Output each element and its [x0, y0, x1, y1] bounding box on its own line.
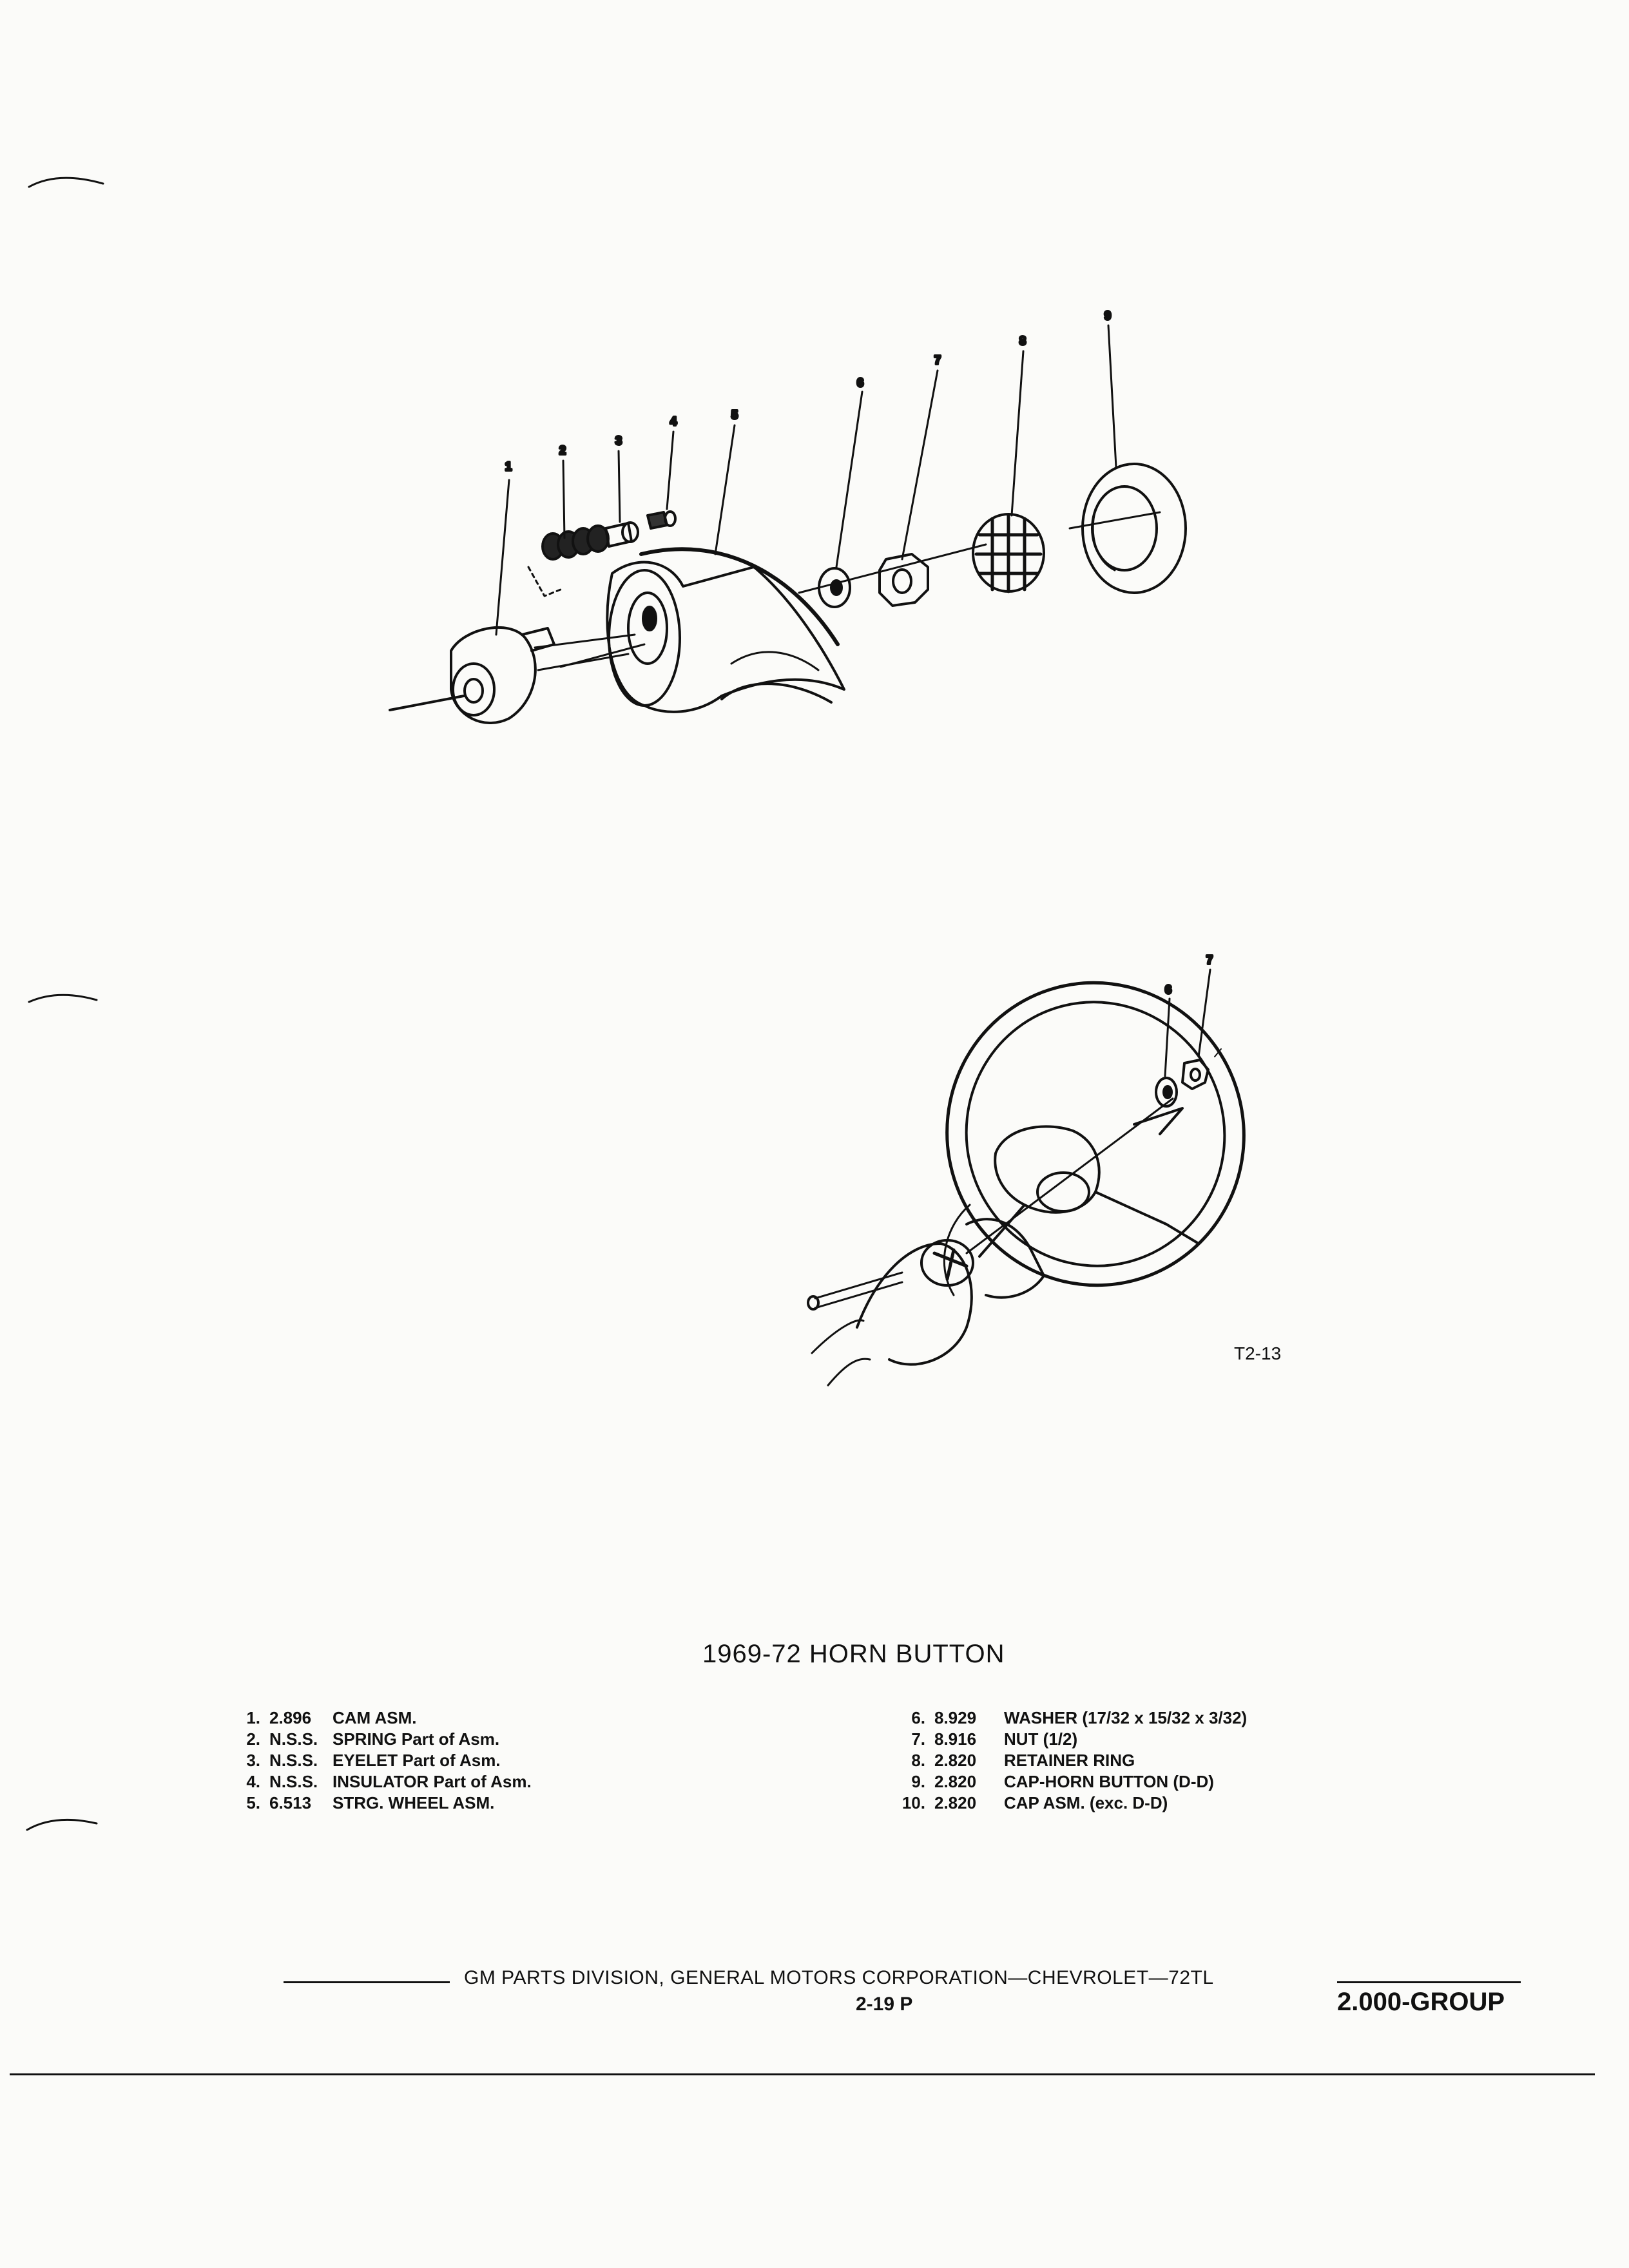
washer-part	[818, 567, 851, 608]
bottom-rule	[10, 2073, 1595, 2075]
spring-part	[527, 524, 610, 597]
legend-row: 2. N.S.S. SPRING Part of Asm.	[232, 1729, 532, 1750]
top-callout-leaders	[495, 324, 1117, 636]
parts-legend-right: 6. 8.929 WASHER (17/32 x 15/32 x 3/32) 7…	[889, 1707, 1247, 1814]
insulator-part	[646, 510, 677, 530]
callout-7: 7	[934, 354, 941, 367]
legend-description: CAP ASM. (exc. D-D)	[1004, 1793, 1168, 1812]
page-number: 2-19 P	[856, 1994, 913, 2015]
callout-6: 6	[857, 376, 863, 389]
bottom-steering-wheel-view	[807, 968, 1246, 1387]
top-exploded-view	[389, 324, 1187, 725]
legend-description: SPRING Part of Asm.	[333, 1729, 500, 1749]
footer-rule-right	[1337, 1981, 1521, 1983]
cam-assembly-part	[450, 626, 636, 725]
legend-part-number: N.S.S.	[269, 1772, 318, 1791]
callout-8: 8	[1019, 334, 1026, 347]
legend-part-number: 6.513	[269, 1793, 312, 1812]
legend-description: RETAINER RING	[1004, 1751, 1135, 1770]
callout-3: 3	[615, 434, 622, 447]
legend-description: STRG. WHEEL ASM.	[333, 1793, 495, 1812]
legend-item-number: 5.	[246, 1793, 260, 1812]
legend-item-number: 3.	[246, 1751, 260, 1770]
legend-description: CAM ASM.	[333, 1708, 417, 1727]
callout-bottom-7: 7	[1206, 954, 1213, 966]
cap-horn-button-part	[1081, 463, 1187, 594]
legend-item-number: 8.	[911, 1751, 925, 1770]
footer-rule-left	[284, 1981, 450, 1983]
legend-item-number: 1.	[246, 1708, 260, 1727]
legend-row: 3. N.S.S. EYELET Part of Asm.	[232, 1750, 532, 1771]
legend-item-number: 9.	[911, 1772, 925, 1791]
legend-row: 5. 6.513 STRG. WHEEL ASM.	[232, 1792, 532, 1814]
eyelet-part	[604, 521, 639, 548]
callout-2: 2	[559, 444, 566, 457]
legend-description: CAP-HORN BUTTON (D-D)	[1004, 1772, 1214, 1791]
legend-item-number: 4.	[246, 1772, 260, 1791]
legend-description: NUT (1/2)	[1004, 1729, 1078, 1749]
legend-part-number: 2.820	[934, 1751, 977, 1770]
legend-row: 10. 2.820 CAP ASM. (exc. D-D)	[889, 1792, 1247, 1814]
callout-9: 9	[1104, 309, 1111, 322]
legend-part-number: N.S.S.	[269, 1729, 318, 1749]
group-label: 2.000-GROUP	[1337, 1988, 1505, 2016]
callout-1: 1	[505, 460, 512, 473]
callout-bottom-6: 6	[1165, 983, 1171, 996]
legend-item-number: 7.	[911, 1729, 925, 1749]
legend-description: INSULATOR Part of Asm.	[333, 1772, 532, 1791]
legend-part-number: N.S.S.	[269, 1751, 318, 1770]
legend-part-number: 2.820	[934, 1772, 977, 1791]
parts-legend-left: 1. 2.896 CAM ASM. 2. N.S.S. SPRING Part …	[232, 1707, 532, 1814]
legend-row: 7. 8.916 NUT (1/2)	[889, 1729, 1247, 1750]
legend-description: WASHER (17/32 x 15/32 x 3/32)	[1004, 1708, 1248, 1727]
legend-part-number: 8.929	[934, 1708, 977, 1727]
legend-part-number: 8.916	[934, 1729, 977, 1749]
retainer-ring-part	[972, 513, 1045, 593]
nut-part	[878, 553, 929, 607]
legend-part-number: 2.820	[934, 1793, 977, 1812]
legend-item-number: 6.	[911, 1708, 925, 1727]
callout-4: 4	[670, 415, 677, 428]
steering-wheel-hub-part	[606, 547, 845, 713]
page-title: 1969-72 HORN BUTTON	[702, 1640, 1005, 1668]
legend-row: 6. 8.929 WASHER (17/32 x 15/32 x 3/32)	[889, 1707, 1247, 1729]
legend-part-number: 2.896	[269, 1708, 312, 1727]
figure-id: T2-13	[1234, 1343, 1282, 1363]
legend-row: 8. 2.820 RETAINER RING	[889, 1750, 1247, 1771]
legend-row: 9. 2.820 CAP-HORN BUTTON (D-D)	[889, 1771, 1247, 1792]
margin-marks	[26, 177, 104, 1831]
legend-row: 4. N.S.S. INSULATOR Part of Asm.	[232, 1771, 532, 1792]
legend-row: 1. 2.896 CAM ASM.	[232, 1707, 532, 1729]
legend-description: EYELET Part of Asm.	[333, 1751, 501, 1770]
legend-item-number: 10.	[901, 1793, 925, 1812]
legend-item-number: 2.	[246, 1729, 260, 1749]
callout-5: 5	[731, 408, 738, 421]
footer-text: GM PARTS DIVISION, GENERAL MOTORS CORPOR…	[464, 1967, 1214, 1988]
